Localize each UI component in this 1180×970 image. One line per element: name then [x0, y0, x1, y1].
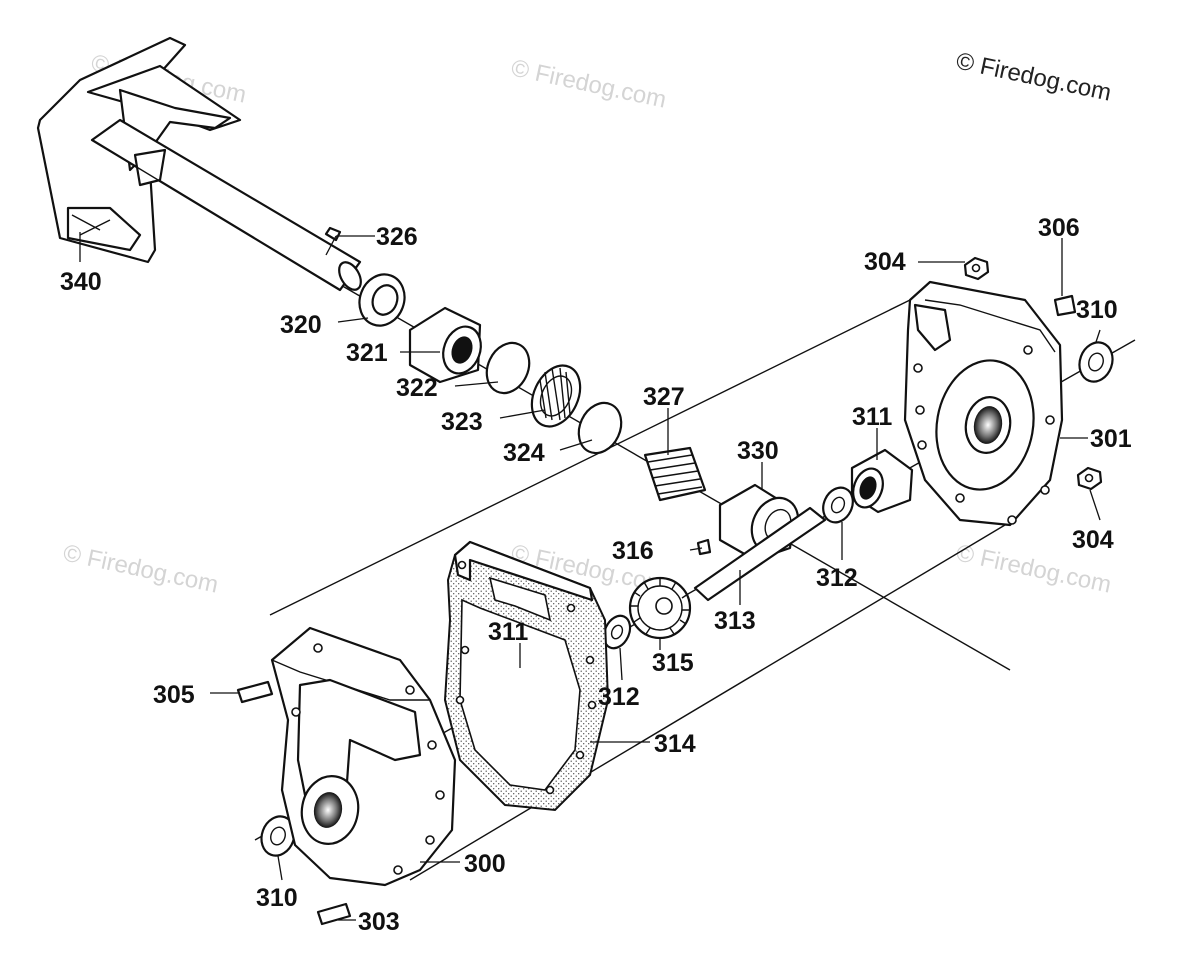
label-314: 314 — [654, 730, 696, 758]
leader-lines — [79, 232, 1101, 921]
part-304-nut-top — [963, 256, 990, 281]
part-315-gear — [628, 576, 692, 640]
label-313: 313 — [714, 607, 756, 635]
label-303: 303 — [358, 908, 400, 936]
part-303-bolt — [316, 902, 352, 926]
label-311-left: 311 — [488, 618, 528, 646]
part-324-washer — [577, 401, 623, 455]
label-316: 316 — [612, 537, 654, 565]
label-330: 330 — [737, 437, 779, 465]
label-326: 326 — [376, 223, 418, 251]
label-311-right: 311 — [852, 403, 892, 431]
label-304-right: 304 — [1072, 526, 1114, 554]
watermark-mid-left: © Firedog.com — [61, 539, 221, 598]
watermark-copyright: © Firedog.com — [954, 47, 1114, 106]
part-301-gear-case-right — [903, 280, 1064, 527]
label-306: 306 — [1038, 214, 1080, 242]
part-323-thrust-bearing — [530, 364, 582, 428]
label-301: 301 — [1090, 425, 1132, 453]
label-323: 323 — [441, 408, 483, 436]
label-324: 324 — [503, 439, 545, 467]
part-326-key — [324, 226, 342, 242]
part-321-bearing — [408, 306, 482, 384]
part-312-washer-right — [822, 486, 854, 524]
label-304-top: 304 — [864, 248, 906, 276]
part-305-bolt — [236, 680, 274, 704]
part-labels: 326 340 320 321 322 323 324 327 330 311 … — [60, 214, 1132, 936]
part-306-screw — [1053, 294, 1077, 317]
label-300: 300 — [464, 850, 506, 878]
part-314-gasket — [443, 540, 610, 812]
label-305: 305 — [153, 681, 195, 709]
label-310-left: 310 — [256, 884, 298, 912]
label-340: 340 — [60, 268, 102, 296]
part-304-nut-right — [1076, 466, 1103, 491]
label-310-right: 310 — [1076, 296, 1118, 324]
label-327: 327 — [643, 383, 685, 411]
watermark-top-center: © Firedog.com — [509, 54, 669, 113]
label-312-left: 312 — [598, 683, 640, 711]
label-320: 320 — [280, 311, 322, 339]
auger-assembly — [36, 36, 362, 292]
label-322: 322 — [396, 374, 438, 402]
part-310-seal-left — [260, 815, 296, 857]
part-311-bushing-right — [850, 448, 914, 514]
part-320-washer — [358, 273, 406, 327]
part-310-seal-right — [1078, 341, 1114, 383]
part-327-worm — [643, 446, 707, 502]
label-315: 315 — [652, 649, 694, 677]
part-316-key — [696, 538, 712, 556]
part-313-shaft — [693, 506, 827, 602]
part-322-washer — [485, 341, 531, 395]
part-300-gear-case-left — [270, 626, 457, 887]
label-321: 321 — [346, 339, 388, 367]
label-312-right: 312 — [816, 564, 858, 592]
